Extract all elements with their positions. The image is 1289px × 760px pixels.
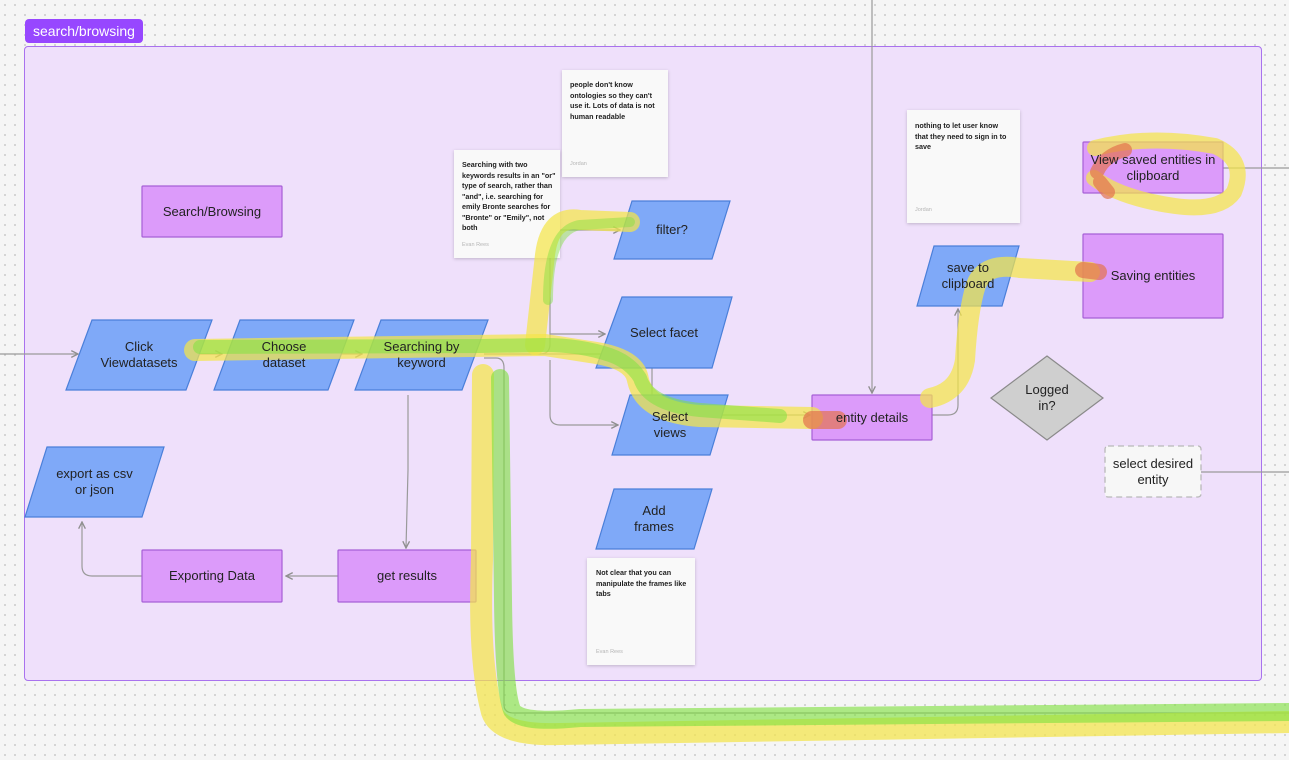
highlighter-strokes	[184, 132, 1289, 746]
connector-keyword-to-views	[549, 360, 618, 425]
label-export-csv-json: export as csv or json	[56, 466, 133, 497]
label-add-frames: Add frames	[634, 503, 674, 534]
note-sign-in-author: Jordan	[915, 207, 932, 213]
connector-keyword-to-results	[406, 395, 408, 548]
highlighter-yellow-clipboard-loop	[920, 256, 1100, 408]
sticky-note-ontologies[interactable]	[562, 70, 668, 177]
node-click-viewdatasets[interactable]	[65, 319, 213, 391]
sticky-note-sign-in[interactable]	[907, 110, 1020, 223]
label-select-facet: Select facet	[630, 324, 698, 340]
label-get-results: get results	[377, 568, 437, 583]
highlighter-yellow-to-filter	[525, 209, 640, 355]
highlighter-yellow-circle	[1086, 132, 1246, 216]
connector-export-to-csv	[82, 522, 142, 577]
node-filter[interactable]	[613, 200, 731, 260]
label-saving-entities: Saving entities	[1110, 268, 1196, 283]
label-save-to-clipboard: save to clipboard	[941, 260, 995, 291]
node-search-browsing[interactable]	[141, 185, 283, 238]
label-search-browsing: Search/Browsing	[162, 203, 262, 219]
note-two-keywords-text: Searching with two keywords results in a…	[462, 160, 556, 232]
label-select-desired-entity: select desired entity	[1112, 455, 1194, 487]
label-exporting-data: Exporting Data	[169, 568, 255, 583]
label-view-saved-entities: View saved entities in clipboard	[1090, 151, 1216, 183]
section-tag[interactable]: search/browsing	[25, 19, 143, 43]
label-logged-in: Logged in?	[1025, 382, 1069, 413]
note-two-keywords-author: Evan Rees	[462, 242, 489, 248]
label-select-views: Select views	[651, 409, 689, 440]
node-logged-in[interactable]	[990, 355, 1104, 441]
connector-entity-to-clipboard	[932, 309, 958, 416]
label-choose-dataset: Choose dataset	[261, 339, 307, 370]
label-searching-by-keyword: Searching by keyword	[383, 339, 460, 370]
note-ontologies-author: Jordan	[570, 161, 587, 167]
note-frames-author: Evan Rees	[596, 649, 623, 655]
highlighter-red-view-saved	[1090, 143, 1132, 199]
label-click-viewdatasets: Click Viewdatasets	[100, 339, 178, 370]
node-add-frames[interactable]	[595, 488, 713, 550]
label-filter: filter?	[656, 222, 688, 237]
node-export-csv-json[interactable]	[24, 446, 165, 518]
node-exporting-data[interactable]	[141, 549, 283, 603]
highlighter-green-down	[491, 369, 1289, 729]
note-sign-in-text: nothing to let user know that they need …	[915, 121, 1007, 151]
highlighter-yellow-down-left	[470, 364, 1289, 746]
sticky-note-frames[interactable]	[587, 558, 695, 665]
label-entity-details: entity details	[835, 409, 909, 425]
note-ontologies-text: people don't know ontologies so they can…	[570, 80, 655, 121]
highlighter-green-to-filter	[543, 217, 635, 305]
node-select-desired-entity[interactable]	[1104, 445, 1202, 498]
note-frames-text: Not clear that you can manipulate the fr…	[596, 568, 687, 598]
highlighter-red-saving	[1075, 262, 1107, 280]
highlighter-green-main	[193, 338, 787, 423]
